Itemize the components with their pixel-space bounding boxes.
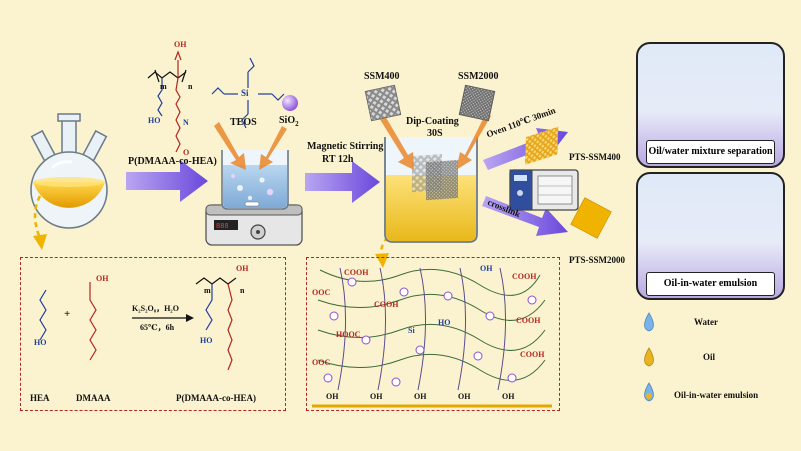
polymer-oh-label: OH <box>174 40 187 49</box>
polymer-ho-label: HO <box>148 116 161 125</box>
pour-arrow-teos <box>259 126 287 170</box>
emulsion-separation-panel: Oil-in-water emulsion separation <box>636 172 785 300</box>
product-n-label: n <box>240 286 245 295</box>
reaction-beaker <box>221 150 289 210</box>
arrow-to-pts2000 <box>482 196 568 236</box>
surface-oh-1: OH <box>326 392 339 401</box>
ssm2000-label: SSM2000 <box>458 71 499 82</box>
pts-ssm400-mesh <box>525 126 559 165</box>
net-ooc-2: OOC <box>312 358 331 367</box>
svg-text:888: 888 <box>216 223 229 231</box>
dmaaa-oh-label: OH <box>96 274 109 283</box>
reaction-scheme-drawing <box>39 277 237 371</box>
legend-water-label: Water <box>694 317 718 327</box>
net-hooc-1: HOOC <box>336 330 361 339</box>
surface-oh-3: OH <box>414 392 427 401</box>
polymer-n-plus-label: N <box>183 118 189 127</box>
dip-arrow-left <box>376 109 414 170</box>
network-box <box>306 257 560 411</box>
surface-oh-2: OH <box>370 392 383 401</box>
net-ho-1: HO <box>438 318 451 327</box>
ssm400-label: SSM400 <box>364 71 400 82</box>
ssm400-mesh <box>364 84 402 122</box>
arrow-flask-to-stirrer <box>126 160 208 202</box>
beaker-to-network-arrowhead <box>375 253 389 268</box>
legend-emulsion-label: Oil-in-water emulsion <box>674 390 759 400</box>
surface-oh-5: OH <box>502 392 515 401</box>
polymer-name-label: P(DMAAA-co-HEA) <box>128 156 217 167</box>
reaction-conditions-1: K₂S₂O₈，H₂O <box>132 304 179 313</box>
oil-drop-icon <box>644 347 654 367</box>
pts-ssm2000-label: PTS-SSM2000 <box>569 255 626 265</box>
net-cooh-5: COOH <box>520 350 545 359</box>
pts-ssm400-label: PTS-SSM400 <box>569 152 621 162</box>
polymer-n-label: n <box>188 82 193 91</box>
dmaaa-label: DMAAA <box>76 393 111 403</box>
oil-water-separation-panel: Oil/water mixture separation <box>636 42 785 168</box>
legend-oil-label: Oil <box>703 352 716 362</box>
product-ho-label: HO <box>200 336 213 345</box>
oven <box>509 169 579 211</box>
polymer-structure <box>147 50 187 153</box>
net-si-1: Si <box>408 326 415 335</box>
hea-ho-label: HO <box>34 338 47 347</box>
teos-structure <box>211 57 285 129</box>
teos-label: TEOS <box>230 117 257 128</box>
product-label: P(DMAAA-co-HEA) <box>176 393 256 403</box>
dip-arrow-right <box>456 113 491 170</box>
net-cooh-4: COOH <box>516 316 541 325</box>
flask-to-reaction-arrowhead <box>33 234 47 250</box>
ssm2000-mesh <box>458 84 496 122</box>
net-ooc-1: OOC <box>312 288 331 297</box>
hea-label: HEA <box>30 393 50 403</box>
bottom-panel-caption: Oil-in-water emulsion separation <box>646 272 775 296</box>
net-cooh-3: COOH <box>374 300 399 309</box>
reaction-conditions-2: 65℃，6h <box>140 323 175 332</box>
plus-sign: + <box>64 308 71 320</box>
pts-ssm2000-mesh <box>570 197 612 239</box>
dip-time-label: 30S <box>427 128 443 139</box>
arrow-stirrer-to-dip <box>305 161 380 203</box>
three-neck-flask <box>30 113 108 229</box>
top-panel-caption: Oil/water mixture separation <box>646 140 775 164</box>
product-m-label: m <box>204 286 211 295</box>
dip-coating-label: Dip-Coating <box>406 116 459 127</box>
net-cooh-1: COOH <box>344 268 369 277</box>
sio2-sphere <box>282 95 298 111</box>
sio2-label: SiO2 <box>279 115 299 128</box>
net-oh-1: OH <box>480 264 493 273</box>
product-oh-label: OH <box>236 264 249 273</box>
crosslinked-network-drawing <box>312 267 552 408</box>
stirring-label-2: RT 12h <box>322 154 354 165</box>
stirring-label-1: Magnetic Stirring <box>307 141 384 152</box>
flask-to-reaction-arrow <box>33 195 42 239</box>
emulsion-oil-core <box>646 393 652 399</box>
surface-oh-4: OH <box>458 392 471 401</box>
polymer-o-label: O <box>183 148 190 157</box>
net-cooh-2: COOH <box>512 272 537 281</box>
polymer-m-label: m <box>160 82 167 91</box>
teos-si-label: Si <box>241 88 249 98</box>
magnetic-stirrer: 888 <box>205 204 303 246</box>
water-drop-icon <box>644 312 654 332</box>
reaction-scheme-box <box>20 257 286 411</box>
dip-coating-beaker <box>384 137 478 243</box>
pour-arrow-polymer <box>214 122 246 170</box>
